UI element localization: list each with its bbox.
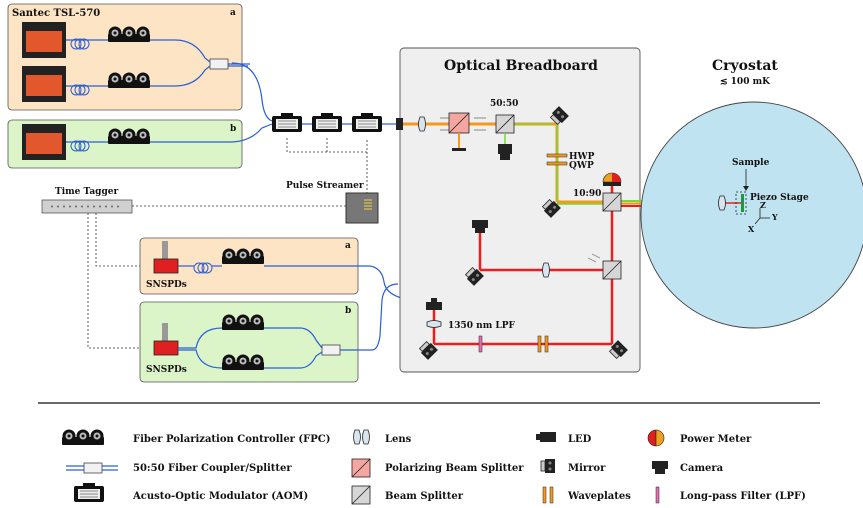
fibers xyxy=(66,39,396,143)
laser-icon xyxy=(21,65,67,103)
lens-icon xyxy=(362,429,370,445)
laser-box: Santec TSL-570 a b xyxy=(7,3,243,169)
sample-label: Sample xyxy=(732,158,770,168)
legend-label: Fiber Polarization Controller (FPC) xyxy=(133,434,330,445)
legend-label: Mirror xyxy=(568,463,606,474)
aom-icon xyxy=(73,482,105,503)
splitter-5050-label: 50:50 xyxy=(490,99,518,109)
fpc-icon xyxy=(108,26,150,42)
piezo-label: Piezo Stage xyxy=(750,193,809,203)
breadboard: Optical Breadboard 50:50 xyxy=(396,47,722,373)
snspd-label-a: SNSPDs xyxy=(146,280,187,290)
fiber-coupler-icon xyxy=(83,462,103,474)
snspd-box-b xyxy=(139,301,359,383)
snspd-icon xyxy=(153,340,179,356)
sample-holder xyxy=(735,191,747,215)
aom-icon xyxy=(271,112,303,133)
cryostat: Cryostat ≲ 100 mK Sample Piezo Stage Z Y… xyxy=(640,58,863,329)
hwp-label: HWP xyxy=(569,152,595,162)
lens-icon xyxy=(353,429,361,445)
fpc-icon xyxy=(108,72,150,88)
led-icon xyxy=(498,144,512,154)
time-tagger-label: Time Tagger xyxy=(55,187,118,197)
pulse-streamer-label: Pulse Streamer xyxy=(286,181,364,191)
legend: Fiber Polarization Controller (FPC) Lens… xyxy=(62,429,806,505)
axis-x: X xyxy=(748,224,755,234)
waveplate-icon xyxy=(546,153,568,158)
laser-box-a xyxy=(7,3,243,111)
axis-y: Y xyxy=(771,212,778,222)
mirror-icon xyxy=(540,458,556,474)
fiber-coupler-icon xyxy=(209,58,229,70)
legend-label: Beam Splitter xyxy=(385,491,464,502)
waveplate-icon xyxy=(544,335,549,353)
cryostat-temperature: ≲ 100 mK xyxy=(720,77,771,87)
snspd-tag-a: a xyxy=(345,241,351,251)
aom-icon xyxy=(351,112,383,133)
legend-label: Acusto-Optic Modulator (AOM) xyxy=(132,491,308,502)
laser-tag-b: b xyxy=(230,124,236,134)
snspd-box: a SNSPDs b SNSPDs xyxy=(139,237,359,383)
splitter-1090-label: 10:90 xyxy=(573,189,601,199)
legend-label: 50:50 Fiber Coupler/Splitter xyxy=(133,463,292,474)
pulse-streamer-icon xyxy=(345,192,379,224)
snspd-tag-b: b xyxy=(345,306,351,316)
sample xyxy=(741,194,744,212)
snspd-icon xyxy=(153,258,179,274)
led-icon xyxy=(540,432,556,442)
lens-icon xyxy=(542,262,550,278)
aom-icon xyxy=(311,112,343,133)
legend-label: Waveplates xyxy=(567,491,631,502)
cryostat-chamber xyxy=(640,101,863,329)
legend-label: Lens xyxy=(385,434,412,445)
fpc-icon xyxy=(222,354,264,370)
lpf-label: 1350 nm LPF xyxy=(448,321,515,331)
fpc-icon xyxy=(222,314,264,330)
legend-label: Polarizing Beam Splitter xyxy=(385,463,524,474)
lpf-icon xyxy=(478,335,483,353)
laser-title: Santec TSL-570 xyxy=(12,8,100,19)
fpc-icon xyxy=(222,248,264,264)
cryostat-title: Cryostat xyxy=(712,58,778,74)
laser-box-b xyxy=(7,119,243,169)
waveplate-icon xyxy=(546,161,568,166)
camera-icon xyxy=(652,461,668,474)
laser-icon xyxy=(21,21,67,59)
legend-label: Power Meter xyxy=(680,434,752,445)
legend-label: LED xyxy=(568,434,592,445)
laser-tag-a: a xyxy=(230,8,236,18)
fpc-icon xyxy=(108,128,150,144)
legend-label: Long-pass Filter (LPF) xyxy=(680,491,806,502)
fiber-coupler-icon xyxy=(321,344,341,356)
lens-icon xyxy=(418,116,426,132)
power-meter-icon xyxy=(647,429,657,447)
lens-icon xyxy=(426,320,442,328)
axis-z: Z xyxy=(760,200,766,210)
waveplate-icon xyxy=(549,486,554,504)
legend-label: Camera xyxy=(680,463,724,474)
fpc-icon xyxy=(62,429,104,445)
lpf-icon xyxy=(655,486,660,504)
lens-icon xyxy=(718,195,726,211)
qwp-label: QWP xyxy=(569,161,594,171)
waveplate-icon xyxy=(537,335,542,353)
breadboard-title: Optical Breadboard xyxy=(444,58,598,74)
laser-icon xyxy=(21,123,67,161)
snspd-label-b: SNSPDs xyxy=(146,365,187,375)
waveplate-icon xyxy=(542,486,547,504)
